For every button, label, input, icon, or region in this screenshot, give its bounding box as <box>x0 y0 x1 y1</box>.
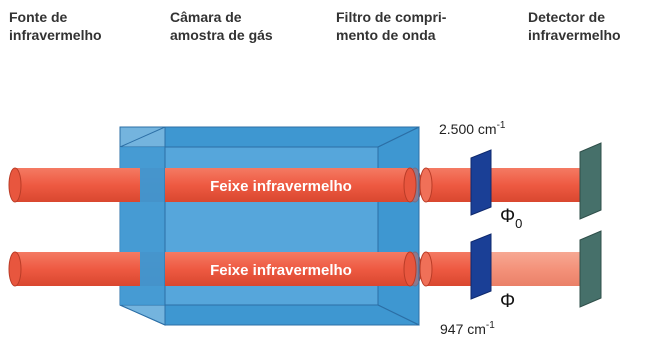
detector-top <box>579 142 602 220</box>
header-line: infravermelho <box>9 27 102 43</box>
filter-top-exponent: -1 <box>497 120 506 131</box>
header-infrared-detector: Detector de infravermelho <box>528 8 621 44</box>
flux-top-subscript: 0 <box>515 216 522 231</box>
filter-bottom-wavenumber-value: 947 cm <box>440 321 486 337</box>
filter-bottom-wavenumber: 947 cm-1 <box>440 320 495 337</box>
beam-bottom-visible-end <box>403 251 417 287</box>
filter-bottom <box>470 233 492 300</box>
beam-top-after-chamber-start <box>419 167 433 203</box>
beam-bottom-label: Feixe infravermelho <box>210 262 352 279</box>
beam-bottom-visible <box>165 252 410 286</box>
flux-bottom-symbol: Φ <box>500 291 515 312</box>
filter-bottom-exponent: -1 <box>486 320 495 331</box>
beam-top-source <box>15 168 140 202</box>
beam-top-visible <box>165 168 410 202</box>
beam-bottom-to-detector <box>485 252 585 286</box>
beam-top-to-detector <box>485 168 585 202</box>
beam-bottom-source <box>15 252 140 286</box>
beam-bottom-after-chamber-start <box>419 251 433 287</box>
beam-top-visible-end <box>403 167 417 203</box>
header-line: Fonte de <box>9 9 68 25</box>
detector-bottom <box>579 230 602 308</box>
beam-bottom-source-end <box>8 251 22 287</box>
flux-top-phi: Φ <box>500 206 515 227</box>
filter-top <box>470 149 492 216</box>
header-line: Câmara de <box>170 9 242 25</box>
header-infrared-source: Fonte de infravermelho <box>9 8 102 44</box>
filter-top-wavenumber: 2.500 cm-1 <box>439 120 506 137</box>
header-line: Detector de <box>528 9 606 25</box>
chamber-right-face <box>377 126 420 326</box>
beam-top-source-end <box>8 167 22 203</box>
beam-top-label: Feixe infravermelho <box>210 178 352 195</box>
header-wavelength-filter: Filtro de compri- mento de onda <box>336 8 446 44</box>
header-line: infravermelho <box>528 27 621 43</box>
filter-top-wavenumber-value: 2.500 cm <box>439 121 497 137</box>
flux-top-symbol: Φ0 <box>500 206 522 231</box>
header-line: amostra de gás <box>170 27 273 43</box>
header-gas-sample-chamber: Câmara de amostra de gás <box>170 8 273 44</box>
header-line: mento de onda <box>336 27 436 43</box>
header-line: Filtro de compri- <box>336 9 447 25</box>
